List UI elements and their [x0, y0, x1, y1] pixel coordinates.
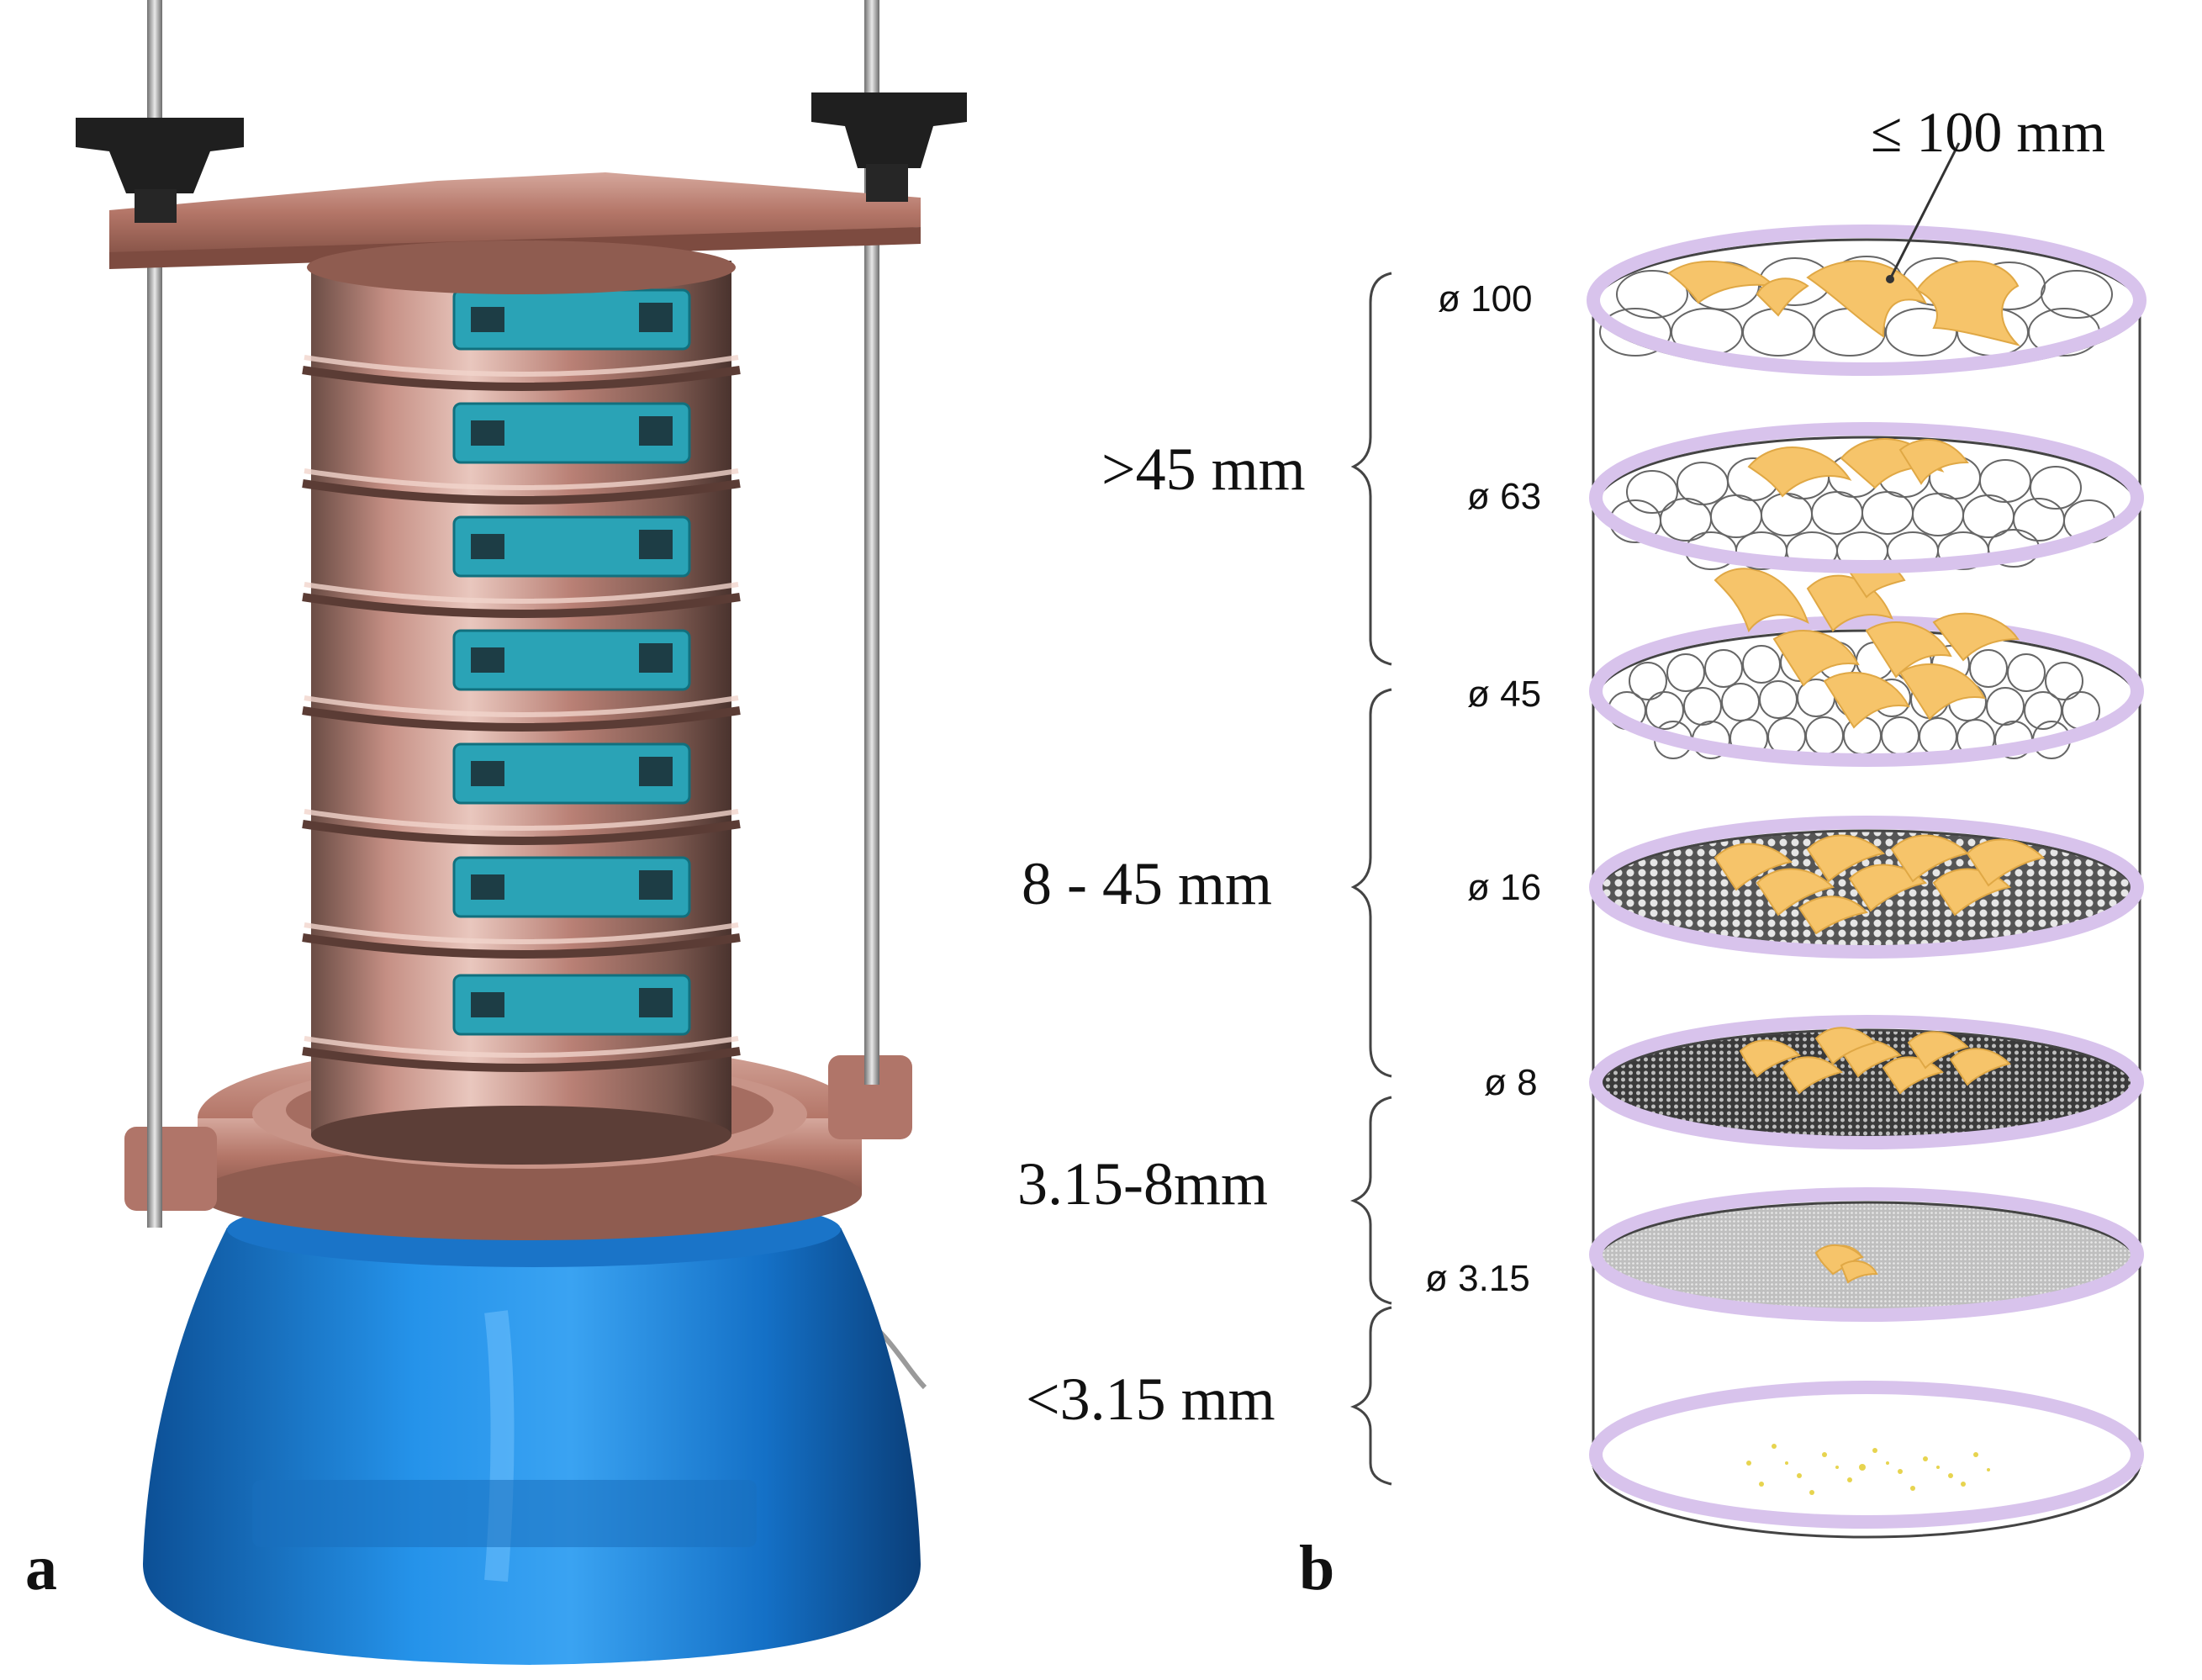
sieve-8 — [1589, 1015, 2144, 1149]
sieve-45 — [1589, 560, 2144, 767]
top-callout-label: ≤ 100 mm — [1871, 100, 2105, 164]
size-class-8-45: 8 - 45 mm — [1022, 850, 1272, 917]
sieve-label-100: ø 100 — [1438, 278, 1533, 320]
panel-label-b: b — [1299, 1533, 1334, 1603]
knob-icon — [76, 92, 967, 223]
sieve-3-15 — [1589, 1187, 2144, 1322]
sieve-schematic: ≤ 100 mm ø 100 ø 63 ø 45 ø 16 ø 8 ø 3.15… — [1017, 100, 2147, 1539]
size-class-braces — [1349, 272, 1392, 1486]
size-class-3-15-8: 3.15-8mm — [1017, 1150, 1268, 1218]
sieve-label-16: ø 16 — [1467, 867, 1541, 908]
sieve-label-8: ø 8 — [1484, 1062, 1538, 1103]
sieve-labels: ø 100 ø 63 ø 45 ø 16 ø 8 ø 3.15 — [1425, 278, 1541, 1299]
sieve-stack — [302, 261, 741, 1165]
panel-label-a: a — [25, 1533, 57, 1603]
sieve-100 — [1587, 225, 2147, 376]
sieve-pan — [1589, 1381, 2144, 1539]
shaker-base — [143, 1191, 921, 1665]
size-class-gt45: >45 mm — [1101, 436, 1306, 503]
sieve-label-63: ø 63 — [1467, 476, 1541, 517]
sieve-label-3-15: ø 3.15 — [1425, 1258, 1530, 1299]
sieve-label-45: ø 45 — [1467, 674, 1541, 715]
top-clamp-plate — [109, 172, 921, 294]
size-class-labels: >45 mm 8 - 45 mm 3.15-8mm <3.15 mm — [1017, 436, 1306, 1433]
sieve-63 — [1589, 422, 2144, 573]
sieve-16 — [1589, 816, 2144, 959]
tension-rods — [147, 0, 879, 1228]
sieve-shaker-photo — [76, 0, 967, 1669]
top-callout: ≤ 100 mm — [1871, 100, 2105, 283]
size-class-lt3-15: <3.15 mm — [1026, 1366, 1275, 1433]
